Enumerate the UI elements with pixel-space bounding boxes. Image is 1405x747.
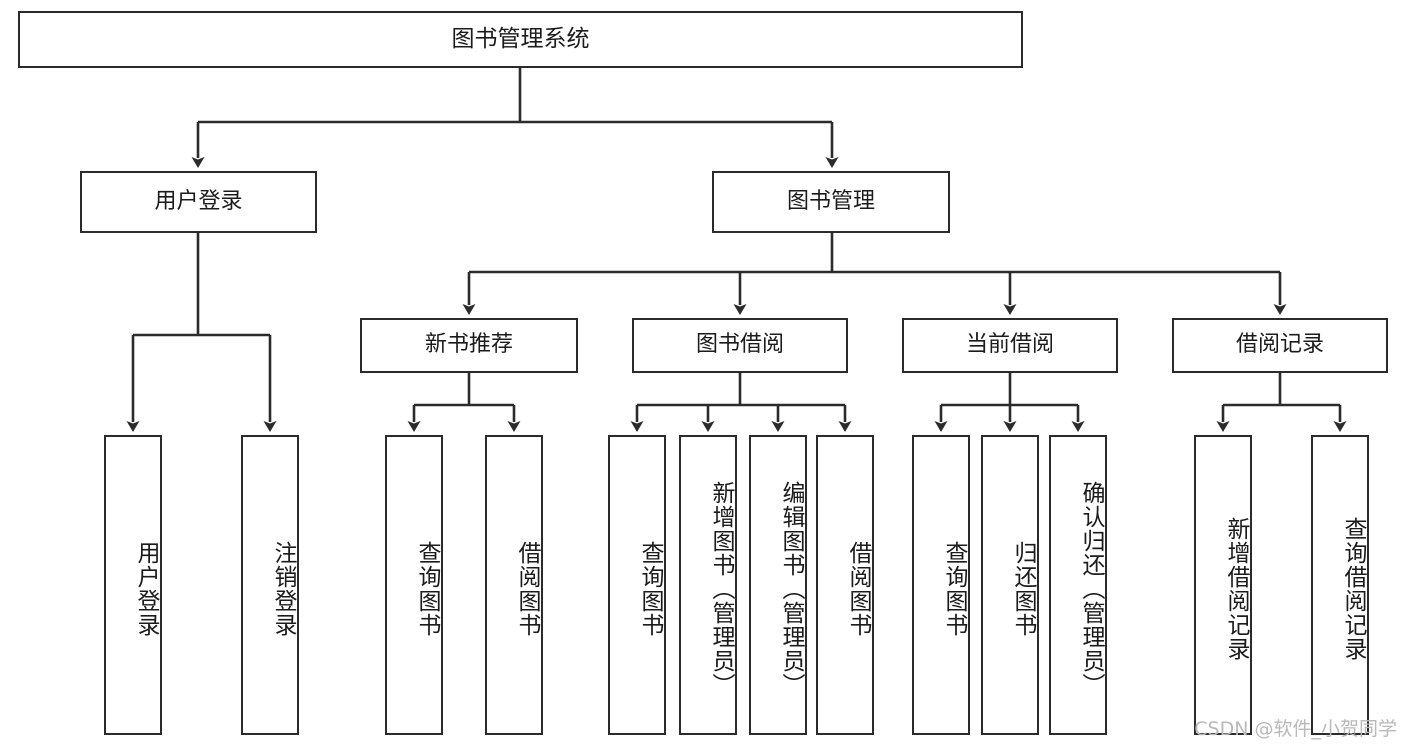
node-current-borrow[interactable]: 当前借阅 — [902, 318, 1118, 373]
node-label: 查询图书 — [941, 541, 967, 637]
node-book-management[interactable]: 图书管理 — [712, 171, 950, 233]
node-label: 查询图书 — [414, 541, 440, 637]
node-label: 图书管理系统 — [451, 26, 590, 53]
node-label: 图书管理 — [786, 188, 875, 214]
node-label: 查询借阅记录 — [1340, 517, 1366, 661]
leaf-book-borrow-borrow[interactable]: 借阅图书 — [816, 435, 874, 735]
leaf-current-borrow-confirm-return[interactable]: 确认归还（管理员） — [1049, 435, 1107, 735]
node-new-book-recommend[interactable]: 新书推荐 — [360, 318, 578, 373]
leaf-current-borrow-query[interactable]: 查询图书 — [912, 435, 970, 735]
node-book-borrow[interactable]: 图书借阅 — [632, 318, 848, 373]
node-label: 借阅图书 — [845, 541, 871, 637]
node-label: 新增图书（管理员） — [708, 481, 734, 697]
node-label: 注销登录 — [270, 541, 296, 637]
node-label: 当前借阅 — [965, 332, 1054, 358]
leaf-borrow-record-query[interactable]: 查询借阅记录 — [1311, 435, 1369, 735]
leaf-borrow-record-add[interactable]: 新增借阅记录 — [1194, 435, 1252, 735]
leaf-user-login-logout[interactable]: 注销登录 — [241, 435, 299, 735]
node-borrow-record[interactable]: 借阅记录 — [1172, 318, 1388, 373]
leaf-user-login-login[interactable]: 用户登录 — [104, 435, 162, 735]
node-label: 图书借阅 — [695, 332, 784, 358]
node-label: 借阅图书 — [514, 541, 540, 637]
leaf-book-borrow-edit[interactable]: 编辑图书（管理员） — [749, 435, 807, 735]
node-label: 归还图书 — [1010, 541, 1036, 637]
node-label: 用户登录 — [133, 541, 159, 637]
leaf-current-borrow-return[interactable]: 归还图书 — [981, 435, 1039, 735]
leaf-new-book-borrow[interactable]: 借阅图书 — [485, 435, 543, 735]
node-label: 编辑图书（管理员） — [778, 481, 804, 697]
node-label: 借阅记录 — [1235, 332, 1324, 358]
node-label: 新增借阅记录 — [1223, 517, 1249, 661]
node-user-login[interactable]: 用户登录 — [80, 171, 317, 233]
node-root-system[interactable]: 图书管理系统 — [18, 11, 1023, 68]
node-label: 确认归还（管理员） — [1078, 481, 1104, 697]
leaf-new-book-query[interactable]: 查询图书 — [385, 435, 443, 735]
leaf-book-borrow-query[interactable]: 查询图书 — [608, 435, 666, 735]
leaf-book-borrow-add[interactable]: 新增图书（管理员） — [679, 435, 737, 735]
node-label: 查询图书 — [637, 541, 663, 637]
node-label: 用户登录 — [154, 188, 243, 214]
node-label: 新书推荐 — [424, 332, 513, 358]
